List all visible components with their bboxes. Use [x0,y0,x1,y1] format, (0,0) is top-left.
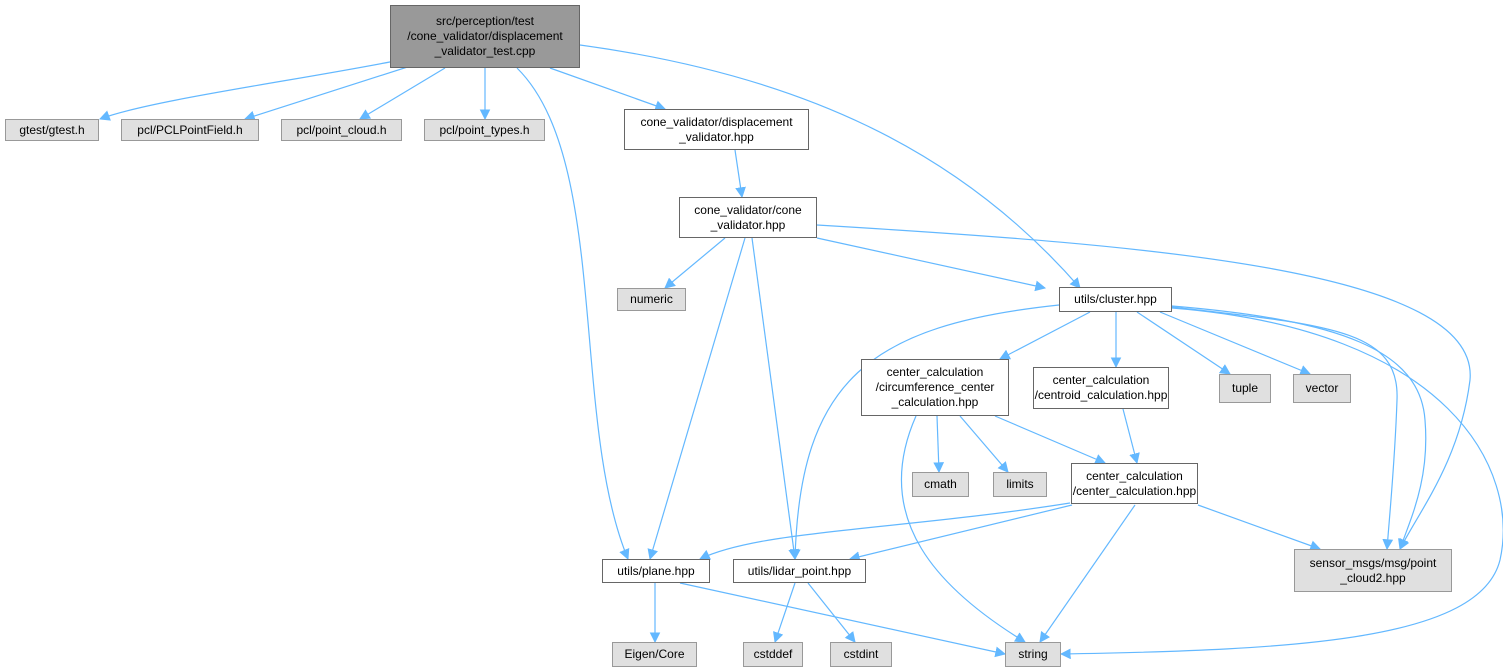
node-displacement-validator[interactable]: cone_validator/displacement _validator.h… [624,109,809,150]
node-circumference-center-calculation[interactable]: center_calculation /circumference_center… [861,359,1009,416]
node-numeric[interactable]: numeric [617,288,686,311]
edge [647,237,746,561]
edge [1136,311,1231,375]
edge [999,311,1091,360]
node-center-calculation[interactable]: center_calculation /center_calculation.h… [1071,463,1198,504]
edge [549,67,667,111]
node-string[interactable]: string [1005,642,1061,667]
edge [751,237,800,561]
edge [807,582,856,643]
node-cmath[interactable]: cmath [912,472,969,497]
node-pcl-pointfield[interactable]: pcl/PCLPointField.h [121,119,259,141]
edge [359,67,446,120]
node-eigen-core[interactable]: Eigen/Core [612,642,697,667]
node-gtest[interactable]: gtest/gtest.h [5,119,99,141]
edge [1059,307,1503,660]
node-lidar-point[interactable]: utils/lidar_point.hpp [733,559,866,583]
edge [579,44,1081,289]
edge [789,304,1060,561]
node-plane[interactable]: utils/plane.hpp [602,559,710,583]
edge [699,502,1071,560]
edge [1159,311,1311,376]
node-cstddef[interactable]: cstddef [743,642,803,667]
edge [664,237,726,289]
edge [994,415,1106,465]
node-limits[interactable]: limits [993,472,1047,497]
node-pcl-point-types[interactable]: pcl/point_types.h [424,119,545,141]
node-centroid-calculation[interactable]: center_calculation /centroid_calculation… [1033,367,1169,409]
edge [900,415,1026,643]
edge [959,415,1009,473]
node-cluster[interactable]: utils/cluster.hpp [1059,287,1172,312]
node-sensor-msgs-point-cloud2[interactable]: sensor_msgs/msg/point _cloud2.hpp [1294,549,1452,592]
edge [816,237,1047,292]
node-cone-validator[interactable]: cone_validator/cone _validator.hpp [679,197,817,238]
edge [679,582,1007,658]
node-cstdint[interactable]: cstdint [830,642,892,667]
edge [1122,408,1140,465]
edge [734,149,746,199]
edge [243,62,421,122]
edge [933,415,945,474]
edge [1197,504,1322,551]
edge [1171,305,1427,551]
node-vector[interactable]: vector [1293,374,1351,403]
node-tuple[interactable]: tuple [1219,374,1271,403]
edge [1039,504,1136,643]
edge [98,59,401,121]
edge [516,67,630,560]
edge [773,582,796,644]
edge [816,224,1471,550]
edge [848,504,1073,562]
node-root-file[interactable]: src/perception/test /cone_validator/disp… [390,5,580,68]
node-pcl-point-cloud[interactable]: pcl/point_cloud.h [281,119,402,141]
